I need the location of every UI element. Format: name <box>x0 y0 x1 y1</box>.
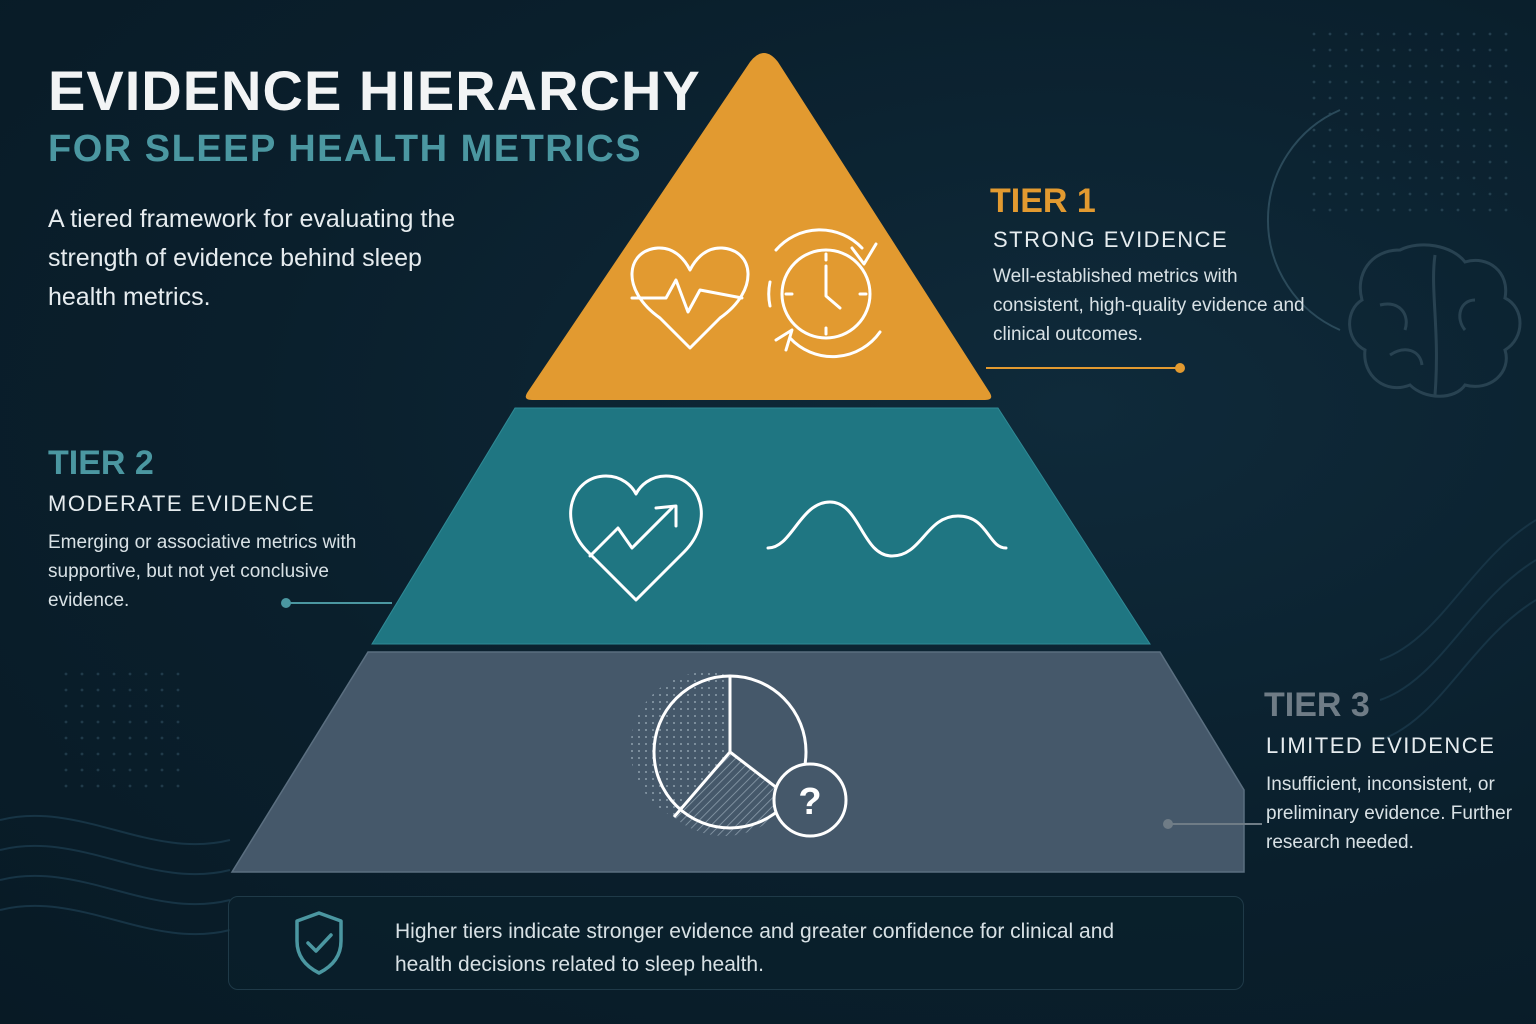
arc-decoration <box>1267 109 1341 331</box>
page-subtitle: FOR SLEEP HEALTH METRICS <box>48 128 643 170</box>
dot-grid-top-right <box>1300 20 1520 220</box>
clock-cycle-icon <box>767 228 882 359</box>
tier3-name: LIMITED EVIDENCE <box>1266 733 1496 758</box>
wave-lines-left <box>0 815 231 935</box>
tier2-description: Emerging or associative metrics with sup… <box>48 532 357 611</box>
tier1-label: TIER 1 <box>990 182 1096 220</box>
wave-icon <box>766 500 1008 558</box>
intro-text: A tiered framework for evaluating the st… <box>48 205 456 311</box>
tier3-label: TIER 3 <box>1264 686 1370 724</box>
wave-lines-right <box>1379 519 1536 741</box>
tier2-name: MODERATE EVIDENCE <box>48 491 316 516</box>
heart-pulse-icon <box>630 246 750 350</box>
footer-text: Higher tiers indicate stronger evidence … <box>395 920 1115 976</box>
tier2-connector <box>281 598 392 608</box>
tier1-segment <box>525 53 992 400</box>
dot-grid-left <box>60 670 180 790</box>
tier1-connector <box>986 363 1185 373</box>
tier3-description: Insufficient, inconsistent, or prelimina… <box>1266 774 1513 853</box>
shield-check-icon <box>295 911 343 975</box>
brain-icon <box>1348 243 1522 398</box>
tier2-label: TIER 2 <box>48 444 154 482</box>
page-title: EVIDENCE HIERARCHY <box>48 59 701 122</box>
pie-question-icon <box>630 672 848 838</box>
question-mark: ? <box>798 781 821 823</box>
footer-note: Higher tiers indicate stronger evidence … <box>228 896 1244 990</box>
tier1-description: Well-established metrics with consistent… <box>993 266 1305 345</box>
tier2-segment <box>371 407 1151 645</box>
heart-trend-icon <box>569 474 703 602</box>
tier3-connector <box>1163 819 1262 829</box>
tier1-name: STRONG EVIDENCE <box>993 227 1229 252</box>
